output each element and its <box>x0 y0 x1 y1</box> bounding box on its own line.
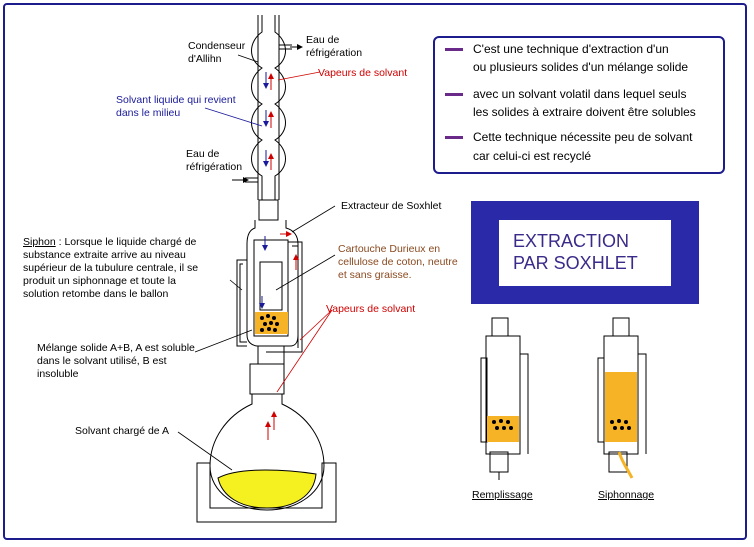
extractor-flow-arrows <box>259 231 299 309</box>
title-box: EXTRACTION PAR SOXHLET <box>471 201 699 304</box>
mixture-label: Mélange solide A+B, A est soluble dans l… <box>37 342 195 380</box>
bullet-2 <box>445 93 463 96</box>
solid-mixture <box>260 314 279 332</box>
siphonnage-diagram <box>597 317 647 473</box>
allihn-condenser <box>245 15 292 221</box>
flask-vapour-arrows <box>265 411 277 440</box>
water-in-label: Eau de réfrigération <box>186 148 243 173</box>
heating-mantle <box>196 462 337 523</box>
vapour-label-bottom: Vapeurs de solvant <box>326 303 416 315</box>
charged-solvent-label: Solvant chargé de A <box>75 425 169 437</box>
siphonnage-solvent <box>605 372 637 442</box>
title-panel: EXTRACTION PAR SOXHLET <box>499 220 671 286</box>
info-line-3: avec un solvant volatil dans lequel seul… <box>473 87 687 101</box>
info-line-4: les solides à extraire doivent être solu… <box>473 105 696 119</box>
info-box: C'est une technique d'extraction d'un ou… <box>433 36 725 174</box>
liquid-return-label: Solvant liquide qui revient dans le mili… <box>116 94 236 119</box>
info-line-5: Cette technique nécessite peu de solvant <box>473 130 693 144</box>
vapour-pointer-lines <box>276 71 333 393</box>
siphon-stream <box>617 451 634 479</box>
outer-frame <box>3 3 747 540</box>
siphon-title: Siphon <box>23 236 56 248</box>
remplissage-diagram <box>480 317 529 480</box>
caption-remplissage: Remplissage <box>472 489 533 501</box>
info-line-6: car celui-ci est recyclé <box>473 149 592 163</box>
vapour-label-top: Vapeurs de solvant <box>318 67 408 79</box>
round-flask <box>209 394 325 511</box>
bullet-1 <box>445 48 463 51</box>
condenser-label: Condenseur d'Allihn <box>188 40 246 65</box>
cartridge-label: Cartouche Durieux en cellulose de coton,… <box>338 243 458 281</box>
title-line-2: PAR SOXHLET <box>513 253 638 273</box>
extractor-label: Extracteur de Soxhlet <box>341 200 442 212</box>
info-line-1: C'est une technique d'extraction d'un <box>473 42 669 56</box>
bullet-3 <box>445 136 463 139</box>
info-line-2: ou plusieurs solides d'un mélange solide <box>473 60 689 74</box>
water-out-label: Eau de réfrigération <box>306 34 363 59</box>
title-line-1: EXTRACTION <box>513 231 630 251</box>
siphon-body: : Lorsque le liquide chargé de substance… <box>23 236 199 300</box>
condenser-flow-arrows <box>263 72 274 170</box>
siphon-description: Siphon : Lorsque le liquide chargé de su… <box>23 236 213 301</box>
caption-siphonnage: Siphonnage <box>598 489 655 501</box>
pointer-lines <box>177 54 336 471</box>
siphonnage-solids <box>610 419 631 430</box>
soxhlet-extractor <box>236 220 303 395</box>
remplissage-solids <box>492 419 513 430</box>
flask-solvent <box>217 469 317 509</box>
